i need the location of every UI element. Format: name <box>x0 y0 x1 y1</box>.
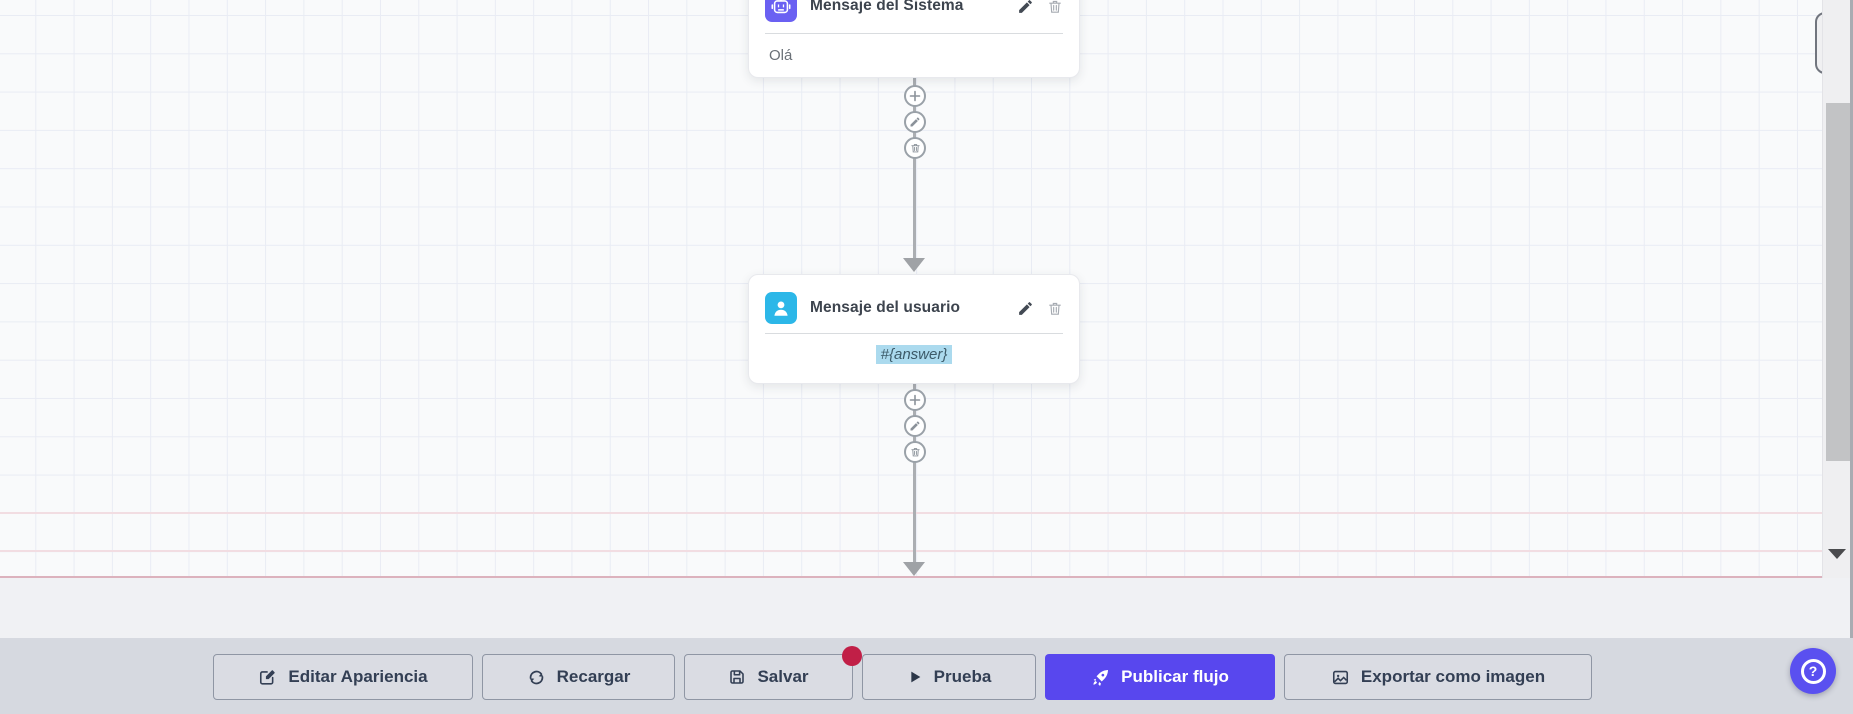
add-node-button[interactable] <box>904 389 926 411</box>
publish-flow-button[interactable]: Publicar flujo <box>1045 654 1275 700</box>
node-title: Mensaje del Sistema <box>810 0 964 14</box>
delete-node-icon[interactable] <box>1047 300 1063 317</box>
export-as-image-button[interactable]: Exportar como imagen <box>1284 654 1592 700</box>
edit-connection-button[interactable] <box>904 111 926 133</box>
reload-button[interactable]: Recargar <box>482 654 675 700</box>
node-content: #{answer} <box>769 345 1059 364</box>
delete-node-icon[interactable] <box>1047 0 1063 15</box>
node-divider <box>765 333 1063 334</box>
robot-icon <box>765 0 797 22</box>
node-title: Mensaje del usuario <box>810 299 961 316</box>
button-label: Recargar <box>556 667 631 686</box>
connector-arrowhead-icon <box>903 562 925 576</box>
button-label: Exportar como imagen <box>1360 667 1546 686</box>
scrollbar-down-arrow-icon[interactable] <box>1828 549 1846 559</box>
delete-connection-button[interactable] <box>904 137 926 159</box>
scrollbar-thumb[interactable] <box>1826 103 1850 461</box>
edit-node-icon[interactable] <box>1017 0 1034 15</box>
add-node-button[interactable] <box>904 85 926 107</box>
edit-node-icon[interactable] <box>1017 300 1034 317</box>
help-label: ? <box>1808 663 1818 679</box>
bottom-toolbar: Editar Apariencia Recargar Salvar <box>0 638 1853 714</box>
node-content: Olá <box>769 47 793 64</box>
edit-connection-button[interactable] <box>904 415 926 437</box>
edit-appearance-button[interactable]: Editar Apariencia <box>213 654 473 700</box>
button-label: Salvar <box>757 667 809 686</box>
test-button[interactable]: Prueba <box>862 654 1036 700</box>
unsaved-changes-badge <box>842 646 862 666</box>
delete-connection-button[interactable] <box>904 441 926 463</box>
canvas-boundary-gridline <box>0 512 1822 514</box>
question-icon: ? <box>1800 658 1826 684</box>
variable-token: #{answer} <box>875 345 953 364</box>
save-button[interactable]: Salvar <box>684 646 862 700</box>
help-button[interactable]: ? <box>1790 648 1836 694</box>
button-label: Publicar flujo <box>1121 667 1229 686</box>
node-system-message[interactable]: Mensaje del Sistema Olá <box>748 0 1080 78</box>
node-divider <box>765 33 1063 34</box>
node-header: Mensaje del usuario <box>765 291 1063 325</box>
connector-arrowhead-icon <box>903 258 925 272</box>
connector-line <box>913 78 916 259</box>
node-user-message[interactable]: Mensaje del usuario #{answer} <box>748 274 1080 384</box>
window-scrollbar-edge[interactable] <box>1850 0 1853 714</box>
button-label: Editar Apariencia <box>288 667 428 686</box>
canvas-boundary-gridline <box>0 550 1822 552</box>
connector-line <box>913 384 916 564</box>
node-header: Mensaje del Sistema <box>765 0 1063 23</box>
user-icon <box>765 292 797 324</box>
button-label: Prueba <box>933 667 992 686</box>
canvas-scrollbar[interactable] <box>1822 0 1851 578</box>
